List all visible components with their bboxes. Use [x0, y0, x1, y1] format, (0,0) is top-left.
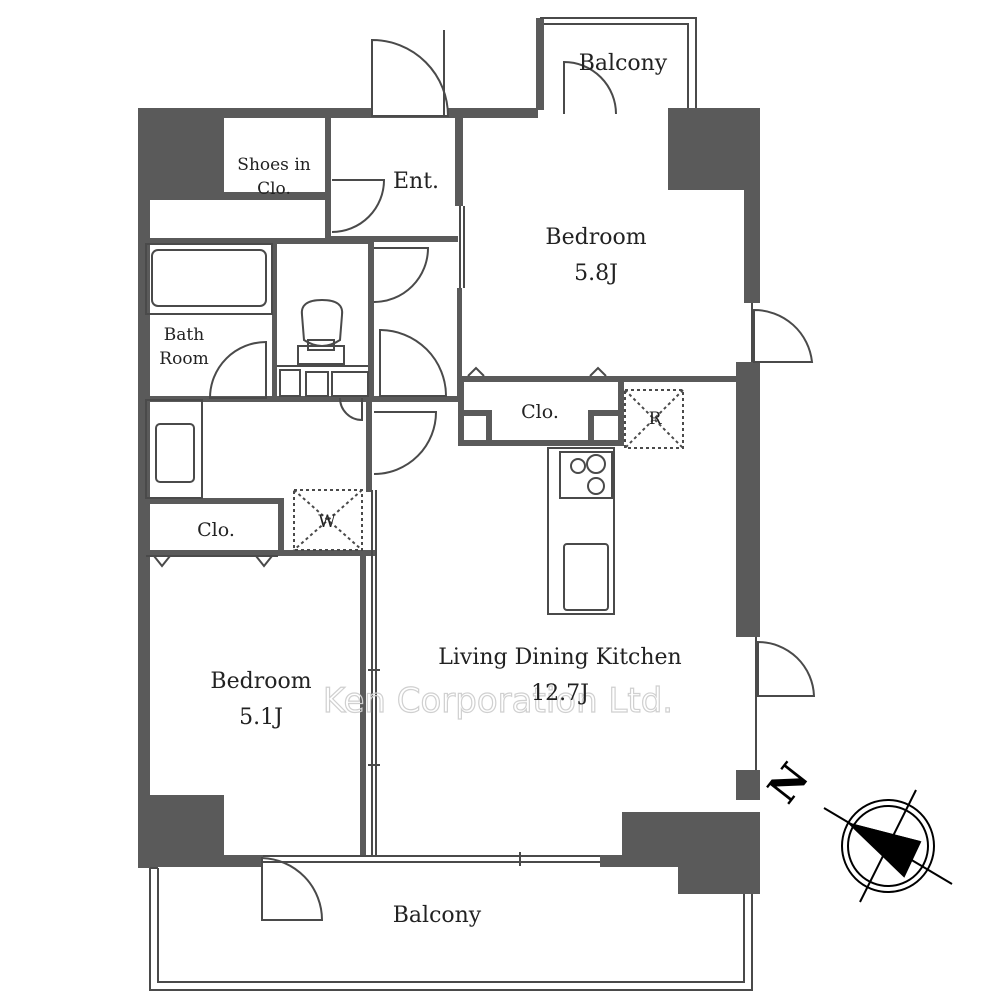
doors: [208, 30, 816, 921]
room-labels: Balcony Shoes in Clo. Ent. Bedroom 5.8J …: [159, 51, 681, 928]
ldk-label: Living Dining Kitchen: [438, 645, 681, 670]
compass: N: [759, 754, 953, 903]
toilet-door: [339, 397, 363, 422]
shoes-closet-label-2: Clo.: [257, 179, 291, 199]
bath-door: [208, 340, 267, 399]
ldk-size: 12.7J: [531, 681, 589, 706]
north-balcony-door: [563, 60, 617, 115]
ldk-east-door: [757, 640, 816, 697]
storage-door-1: [373, 247, 430, 303]
bath-label-1: Bath: [164, 325, 204, 345]
closet-mid-label: Clo.: [521, 401, 559, 423]
bedroom-sw-label: Bedroom: [210, 669, 311, 694]
north-label: N: [759, 754, 819, 812]
south-balcony-door: [261, 856, 324, 921]
bedroom-ne-size: 5.8J: [574, 261, 618, 286]
bedroom-ne-door: [753, 308, 814, 363]
shoes-closet-label-1: Shoes in: [237, 155, 310, 175]
plan-lines: [145, 17, 757, 991]
entrance-door: [371, 38, 450, 117]
shoes-closet-door: [331, 179, 386, 233]
bedroom-sw-size: 5.1J: [239, 705, 283, 730]
bath-label-2: Room: [159, 349, 208, 369]
washer-label: W: [318, 512, 336, 532]
hall-door: [373, 411, 438, 475]
closet-west-label: Clo.: [197, 519, 235, 541]
bedroom-ne-label: Bedroom: [545, 225, 646, 250]
exterior-walls: [138, 18, 760, 894]
interior-walls: [146, 118, 744, 856]
north-arrow-icon: [823, 789, 953, 903]
watermark: Ken Corporation Ltd.: [323, 681, 673, 721]
entrance-label: Ent.: [393, 169, 439, 194]
balcony-south-label: Balcony: [393, 903, 482, 928]
storage-door-2: [379, 328, 448, 397]
refrigerator-label: R: [649, 409, 663, 429]
balcony-north-label: Balcony: [579, 51, 668, 76]
